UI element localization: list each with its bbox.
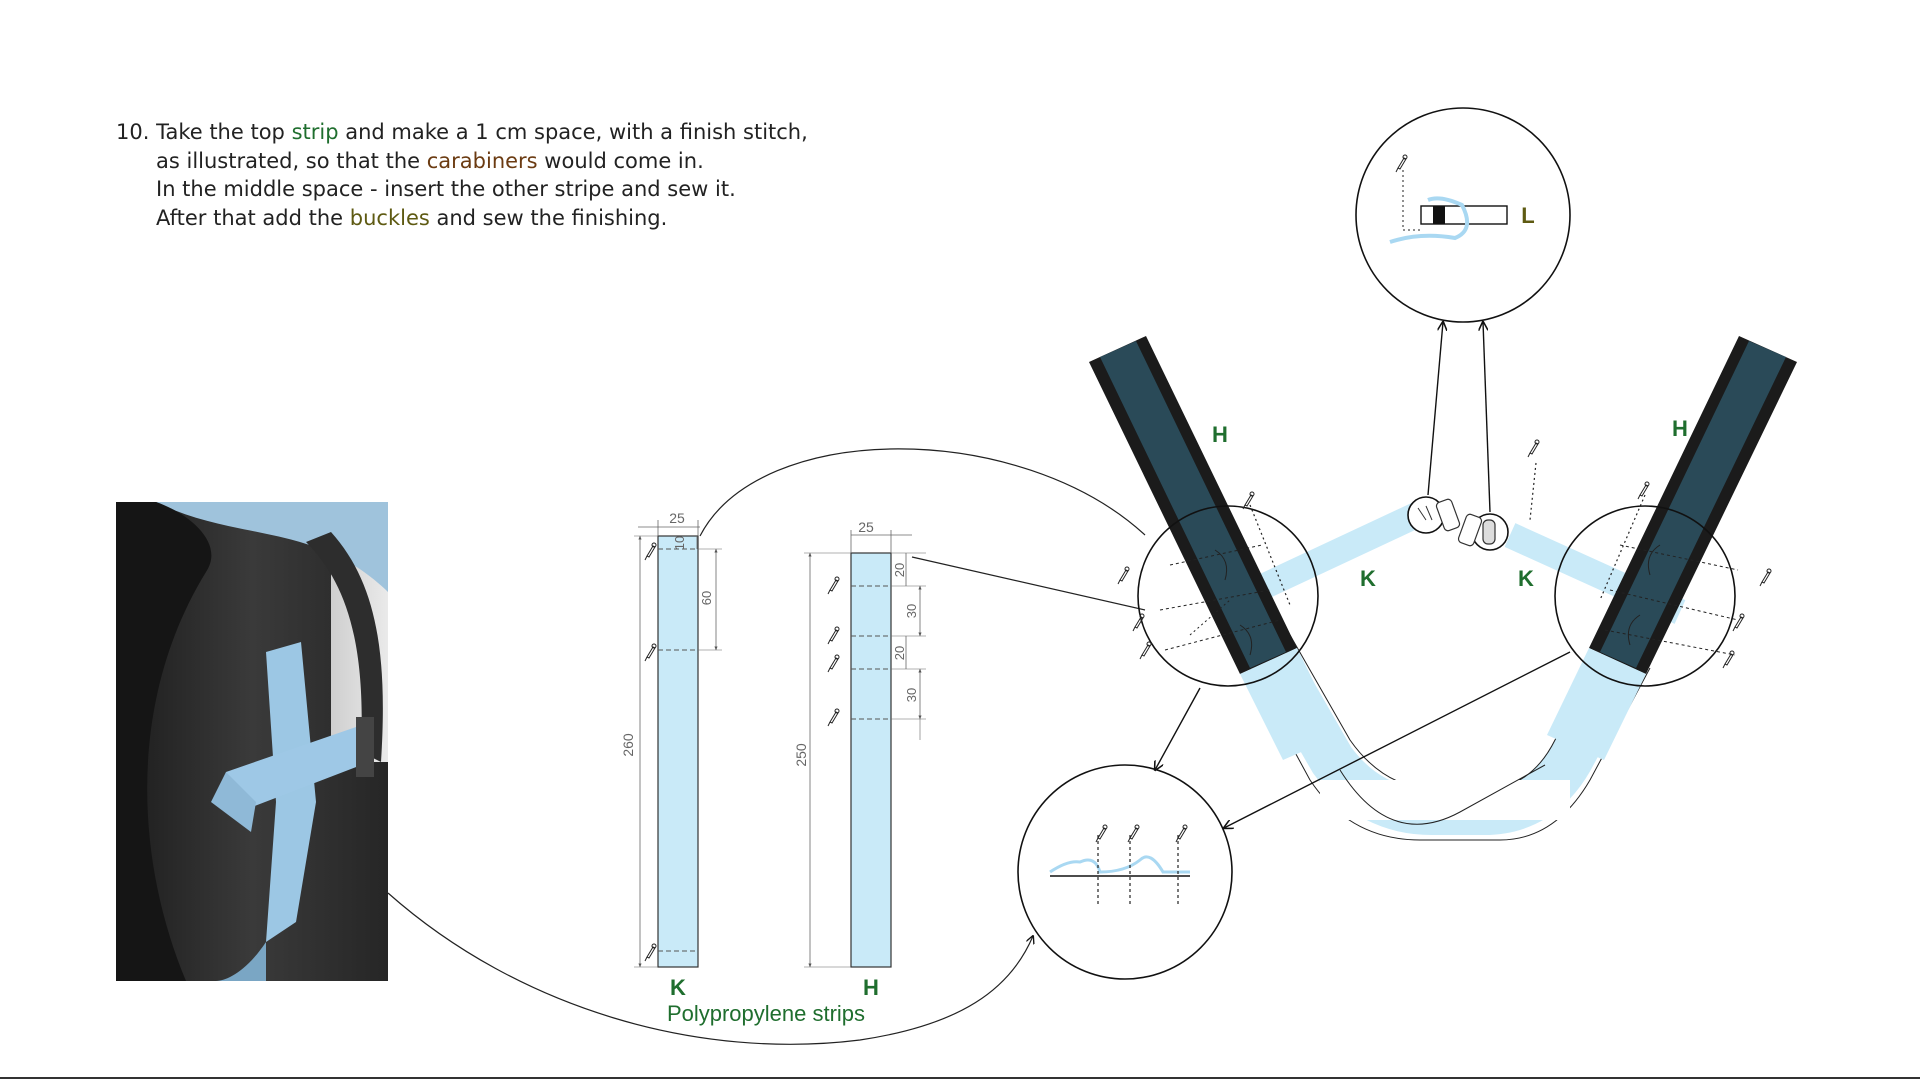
page-bottom-rule (0, 1077, 1920, 1079)
needle-icon (1722, 650, 1735, 669)
arrow-to-stitch-detail (1224, 651, 1571, 828)
needle-icon (1637, 481, 1650, 500)
term-carabiners: carabiners (426, 148, 538, 173)
strip-k-top-gap: 10 (672, 536, 687, 550)
needle-icon (1242, 491, 1255, 510)
left-strap-label: H (1212, 422, 1228, 447)
arrow-to-detail (1427, 322, 1443, 496)
needle-icon (1395, 154, 1408, 173)
buckle-icon (1407, 496, 1509, 551)
left-joint-detail (1117, 491, 1319, 687)
strip-h: 25 250 20 30 20 30 H (793, 519, 926, 1000)
strip-h-segment: 30 (904, 604, 919, 618)
instruction-line-3: In the middle space - insert the other s… (156, 177, 736, 201)
needle-icon (1127, 824, 1140, 843)
left-strap-h: H (1089, 336, 1340, 760)
term-buckles: buckles (349, 205, 430, 230)
needle-icon (1095, 824, 1108, 843)
needle-icon (1117, 566, 1130, 585)
detail-l-label: L (1521, 203, 1534, 228)
strip-k-label: K (670, 975, 686, 1000)
right-strap-h: H (1547, 336, 1797, 760)
instruction-line-2: as illustrated, so that the carabiners w… (156, 148, 704, 173)
needle-icon (827, 654, 840, 673)
strip-h-segment: 20 (892, 563, 907, 577)
needle-icon (644, 643, 657, 662)
strip-k-width: 25 (669, 510, 685, 526)
needle-icon (1527, 439, 1540, 458)
connector-photo-to-stitch (387, 892, 1033, 1045)
strip-h-segment: 30 (904, 688, 919, 702)
right-joint-detail (1554, 481, 1772, 687)
strip-h-segment: 20 (892, 646, 907, 660)
strip-h-width: 25 (858, 519, 874, 535)
needle-icon (644, 542, 657, 561)
backpack-photo (116, 502, 388, 981)
needle-icon (1175, 824, 1188, 843)
strips-caption: Polypropylene strips (667, 1001, 865, 1026)
arrow-to-stitch-detail (1155, 687, 1201, 770)
connector-strip-h (911, 556, 1146, 611)
needle-icon (827, 626, 840, 645)
buckle-detail-l: L (1355, 107, 1571, 323)
needle-icon (1759, 568, 1772, 587)
instruction-line-1: 10. Take the top strip and make a 1 cm s… (116, 120, 808, 144)
needle-icon (1139, 641, 1152, 660)
strip-k-length: 260 (620, 733, 636, 757)
arrow-to-detail (1483, 322, 1491, 513)
needle-icon (1732, 613, 1745, 632)
buckle-stitch-line (1529, 462, 1537, 521)
instruction-text: 10. Take the top strip and make a 1 cm s… (116, 118, 876, 232)
strip-h-label: H (863, 975, 879, 1000)
bottom-u-strap (1244, 629, 1656, 841)
right-strap-label: H (1672, 416, 1688, 441)
needle-icon (827, 576, 840, 595)
strip-h-length: 250 (793, 743, 809, 767)
strip-k: 25 260 10 60 K (620, 510, 722, 1000)
needle-icon (827, 708, 840, 727)
needle-icon (644, 943, 657, 962)
stitch-detail (1017, 764, 1233, 980)
cross-strip-k-right-label: K (1518, 566, 1534, 591)
cross-strip-k-left-label: K (1360, 566, 1376, 591)
connector-strip-k (699, 448, 1146, 537)
term-strip: strip (291, 120, 339, 144)
instruction-line-4: After that add the buckles and sew the f… (156, 205, 668, 230)
strip-k-first-section: 60 (699, 591, 714, 605)
